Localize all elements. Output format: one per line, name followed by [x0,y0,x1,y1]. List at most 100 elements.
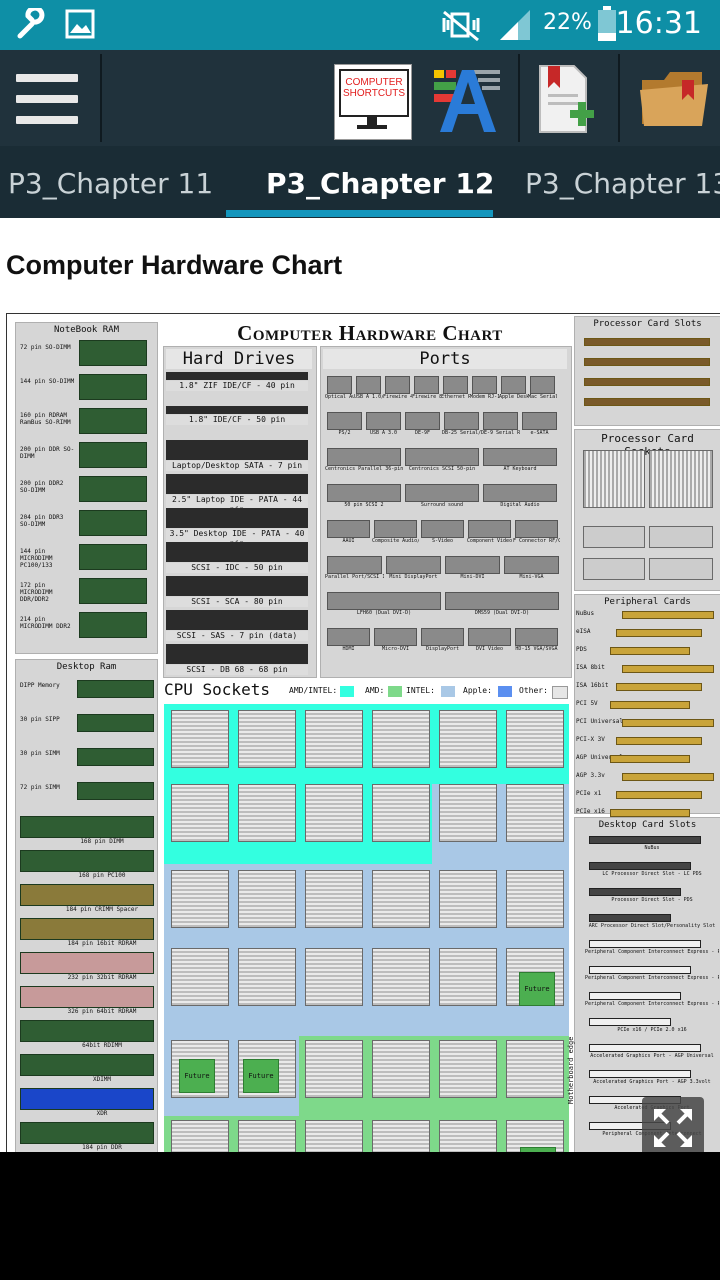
ports-title: Ports [323,349,567,369]
peripheral-card-label: AGP 3.3v [576,772,605,779]
fullscreen-button[interactable] [642,1097,704,1159]
hard-drive-label: 1.8" IDE/CF - 50 pin [166,415,308,425]
cpu-socket-image [439,710,497,768]
cpu-socket-image [506,1040,564,1098]
port-label: PS/2 [338,430,351,436]
port-image [374,628,417,646]
desktop-ram-label: 30 pin SIPP [20,716,60,723]
port-image [515,520,558,538]
desktop-card-slots-title: Desktop Card Slots [598,820,697,830]
notebook-ram-label: 72 pin SO-DIMM [20,344,71,351]
computer-shortcuts-button[interactable]: COMPUTER SHORTCUTS [334,64,412,140]
tab-chapter-12[interactable]: P3_Chapter 12 [266,167,495,200]
hard-drives-title: Hard Drives [166,349,312,369]
port-label: DE-9 Serial RS232 [481,430,520,436]
cpu-sockets-title: CPU Sockets [164,680,270,699]
cpu-socket-image [439,870,497,928]
peripheral-card-edge [622,773,714,781]
desktop-ram-module [20,986,154,1008]
port-image [327,592,441,610]
peripheral-card-edge [616,737,702,745]
notebook-ram-module [79,476,147,502]
hard-drive-image [166,542,308,562]
chapter-content[interactable]: Computer Hardware Chart Computer Hardwar… [0,218,720,1152]
add-bookmark-button[interactable] [534,64,598,136]
tab-chapter-11[interactable]: P3_Chapter 11 [8,167,214,200]
cpu-socket-image [171,1120,229,1152]
peripheral-card-edge [610,809,690,817]
hard-drive-label: SCSI - SAS - 7 pin (data) [166,631,308,641]
port-label: Optical Audio "Toslink" [325,394,354,400]
port-image [468,520,511,538]
font-size-icon [440,70,496,132]
processor-card-slots-panel: Processor Card Slots [574,316,720,426]
port-image [327,556,382,574]
cpu-socket-image [305,948,363,1006]
notebook-ram-module [79,578,147,604]
processor-card-socket-image [649,526,713,548]
cpu-socket-image [171,784,229,842]
port-image [468,628,511,646]
legend-swatch-amd-intel [340,686,354,697]
desktop-ram-label: 168 pin DIMM [80,838,124,845]
processor-card-socket-image [649,558,713,580]
port-label: DVI Video [475,646,504,652]
bookmarks-folder-icon [640,84,708,126]
clock: 16:31 [615,6,702,41]
port-image [386,556,441,574]
hard-drive-image [166,474,308,494]
legend-intel: INTEL: [406,686,435,695]
port-image [472,376,497,394]
port-image [421,628,464,646]
peripheral-card-label: eISA [576,628,591,635]
peripheral-card-edge [622,665,714,673]
add-bookmark-icon [570,102,594,126]
cpu-socket-image [305,1120,363,1152]
port-image [405,484,479,502]
desktop-ram-module [20,884,154,906]
cpu-socket-image [439,784,497,842]
chart-title: Computer Hardware Chart [237,321,503,345]
active-tab-indicator [226,210,493,217]
desktop-card-slot-label: Accelerated Graphics Port - AGP Universa… [590,1053,714,1059]
menu-icon [16,74,78,82]
cpu-socket-image [439,1040,497,1098]
cpu-socket-image [506,1120,564,1152]
legend-amd: AMD: [365,686,385,695]
port-label: Firewire 800/3200 1394b [412,394,441,400]
cpu-socket-image [506,870,564,928]
cpu-socket-image [439,1120,497,1152]
desktop-card-slot [589,940,701,948]
cpu-socket-image [439,948,497,1006]
port-image [443,376,468,394]
desktop-card-slot [589,836,701,844]
desktop-card-slot [589,992,681,1000]
port-image [405,448,479,466]
desktop-card-slot [589,1044,701,1052]
hard-drive-label: SCSI - SCA - 80 pin [166,597,308,607]
signal-icon [500,10,530,40]
tab-chapter-13[interactable]: P3_Chapter 13 [525,167,720,200]
desktop-ram-label: 326 pin 64bit RDRAM [67,1008,137,1015]
hard-drive-image [166,372,308,380]
cpu-socket-image [238,1120,296,1152]
peripheral-card-edge [616,629,702,637]
processor-card-socket-image [583,450,645,508]
port-label: Micro-DVI [381,646,410,652]
cpu-socket-image [506,710,564,768]
menu-button[interactable] [16,74,78,124]
peripheral-card-label: AGP Universal [576,754,623,761]
desktop-ram-module [20,1054,154,1076]
port-image [327,484,401,502]
cpu-socket-image [372,1120,430,1152]
port-label: Ethernet RJ45 [441,394,470,400]
desktop-card-slot-label: NuBus [644,845,660,851]
hardware-chart-image[interactable]: Computer Hardware Chart NoteBook RAM Des… [6,313,720,1152]
toolbar-divider [100,54,102,142]
bookmarks-folder-button[interactable] [638,66,710,132]
font-size-button[interactable] [432,64,504,136]
notebook-ram-title: NoteBook RAM [53,325,120,335]
desktop-card-slot-label: Peripheral Component Interconnect Expres… [585,949,719,955]
desktop-ram-module [77,680,154,698]
port-label: S-Video [431,538,454,544]
